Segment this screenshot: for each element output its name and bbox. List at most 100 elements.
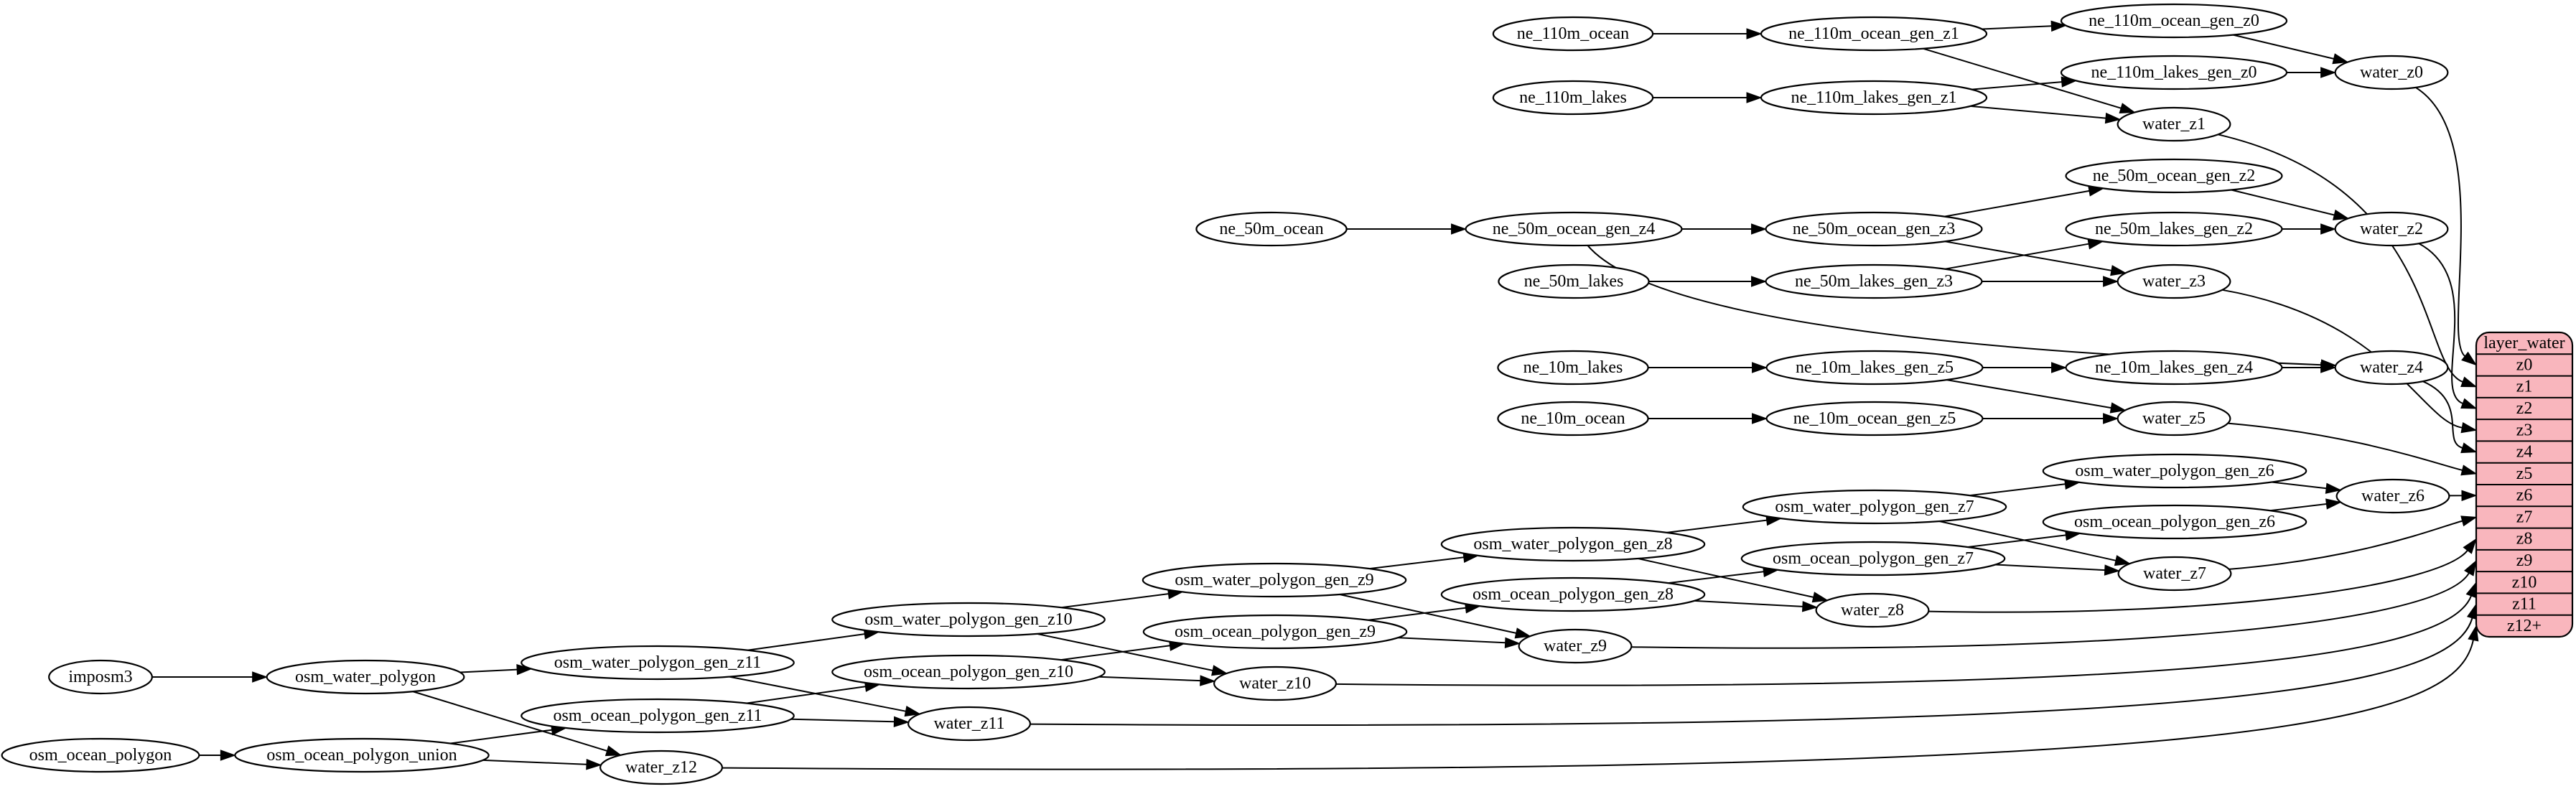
arrowhead-osm_water_polygon_gen_z11-to-water_z11 (904, 706, 921, 717)
node-label-ne_110m_lakes_gen_z1: ne_110m_lakes_gen_z1 (1791, 88, 1956, 107)
node-ne_10m_lakes_gen_z4 (2065, 350, 2283, 386)
node-ne_110m_lakes (1492, 80, 1654, 116)
node-osm_ocean_polygon_union (234, 737, 490, 773)
node-label-water_z6: water_z6 (2361, 487, 2425, 505)
edge-ne_110m_ocean_gen_z1-to-water_z1 (1923, 47, 2122, 109)
node-label-water_z11: water_z11 (933, 714, 1004, 733)
node-water_z8 (1815, 592, 1930, 628)
node-label-osm_ocean_polygon_gen_z6: osm_ocean_polygon_gen_z6 (2074, 513, 2275, 531)
arrowhead-osm_water_polygon_gen_z8-to-water_z8 (1811, 592, 1829, 603)
edge-osm_water_polygon_gen_z9-to-water_z9 (1339, 594, 1516, 634)
edge-ne_10m_lakes_gen_z5-to-water_z5 (1946, 379, 2111, 409)
node-ne_110m_lakes_gen_z0 (2060, 55, 2288, 90)
edge-osm_ocean_polygon_gen_z10-to-water_z10 (1098, 676, 1200, 682)
arrowhead-ne_10m_lakes_gen_z5-to-water_z5 (2109, 402, 2127, 414)
edge-water_z0-to-layer_water-row-z0 (2415, 86, 2465, 357)
arrowhead-osm_ocean_polygon_gen_z11-to-water_z11 (893, 716, 910, 728)
arrowhead-osm_water_polygon_gen_z6-to-water_z6 (2325, 482, 2342, 494)
node-water_z3 (2117, 263, 2231, 299)
arrowhead-ne_110m_ocean_gen_z1-to-ne_110m_ocean_gen_z0 (2050, 20, 2067, 32)
edge-water_z9-to-layer_water-row-z9 (1631, 572, 2470, 649)
node-osm_ocean_polygon_gen_z11 (521, 698, 795, 734)
arrowhead-osm_ocean_polygon_gen_z10-to-water_z10 (1200, 675, 1216, 686)
edge-water_z2-to-layer_water-row-z2 (2418, 243, 2463, 404)
node-label-imposm3: imposm3 (68, 668, 132, 686)
node-water_z1 (2117, 106, 2231, 142)
node-osm_ocean_polygon_gen_z7 (1740, 541, 2006, 576)
node-label-osm_water_polygon_gen_z10: osm_water_polygon_gen_z10 (864, 610, 1072, 629)
node-ne_10m_ocean_gen_z5 (1765, 401, 1984, 436)
node-label-ne_110m_lakes_gen_z0: ne_110m_lakes_gen_z0 (2091, 63, 2257, 82)
arrowhead-ne_110m_lakes_gen_z0-to-water_z0 (2320, 67, 2337, 78)
arrowhead-water_z2-to-layer_water-row-z2 (2460, 398, 2478, 409)
edge-water_z7-to-layer_water-row-z7 (2229, 520, 2463, 570)
edge-osm_water_polygon_gen_z11-to-water_z11 (729, 676, 906, 712)
record-row-z11: z11 (2512, 595, 2537, 614)
record-row-z5: z5 (2516, 464, 2533, 483)
node-ne_110m_lakes_gen_z1 (1760, 80, 1988, 116)
node-label-ne_110m_ocean_gen_z0: ne_110m_ocean_gen_z0 (2089, 11, 2259, 30)
edge-ne_50m_ocean_gen_z3-to-water_z3 (1944, 241, 2112, 271)
edge-osm_water_polygon_gen_z10-to-water_z10 (1037, 632, 1213, 671)
record-row-z9: z9 (2516, 551, 2533, 570)
node-water_z4 (2334, 350, 2449, 386)
node-label-water_z1: water_z1 (2142, 115, 2206, 134)
arrowhead-osm_ocean_polygon_gen_z7-to-water_z7 (2104, 564, 2121, 576)
edge-osm_ocean_polygon_gen_z6-to-water_z6 (2270, 503, 2327, 512)
edge-osm_water_polygon_gen_z7-to-water_z7 (1938, 520, 2117, 561)
node-label-ne_10m_lakes_gen_z5: ne_10m_lakes_gen_z5 (1796, 358, 1954, 377)
edge-osm_ocean_polygon_gen_z10-to-osm_ocean_polygon_gen_z9 (1060, 645, 1170, 661)
edge-osm_ocean_polygon_gen_z11-to-osm_ocean_polygon_gen_z10 (746, 686, 866, 704)
edge-osm_water_polygon_gen_z6-to-water_z6 (2271, 481, 2327, 490)
edge-ne_50m_ocean_gen_z2-to-water_z2 (2231, 189, 2335, 216)
arrowhead-water_z4-to-layer_water-row-z4 (2460, 442, 2478, 454)
node-label-water_z4: water_z4 (2360, 358, 2423, 377)
node-label-ne_50m_lakes: ne_50m_lakes (1524, 272, 1624, 291)
arrowhead-ne_110m_lakes-to-ne_110m_lakes_gen_z1 (1746, 92, 1763, 103)
record-row-z3: z3 (2516, 421, 2533, 439)
record-row-z10: z10 (2512, 573, 2537, 592)
node-imposm3 (48, 659, 153, 695)
arrowhead-ne_10m_lakes-to-ne_10m_lakes_gen_z5 (1752, 362, 1768, 373)
node-label-ne_110m_ocean: ne_110m_ocean (1517, 24, 1629, 43)
node-label-ne_50m_ocean_gen_z3: ne_50m_ocean_gen_z3 (1793, 220, 1956, 238)
node-label-ne_50m_lakes_gen_z3: ne_50m_lakes_gen_z3 (1795, 272, 1953, 291)
edge-ne_110m_ocean_gen_z1-to-ne_110m_ocean_gen_z0 (1982, 25, 2052, 30)
node-label-water_z9: water_z9 (1544, 637, 1607, 655)
node-water_z6 (2335, 478, 2450, 514)
node-osm_ocean_polygon_gen_z6 (2042, 504, 2307, 540)
arrowhead-water_z0-to-layer_water-row-z0 (2461, 351, 2478, 366)
arrowhead-osm_water_polygon_gen_z10-to-water_z10 (1211, 665, 1228, 676)
node-ne_50m_ocean_gen_z3 (1765, 211, 1983, 247)
arrowhead-ne_10m_lakes_gen_z5-to-ne_10m_lakes_gen_z4 (2051, 362, 2068, 373)
record-row-z4: z4 (2516, 443, 2533, 462)
node-ne_50m_lakes_gen_z2 (2065, 211, 2283, 247)
edge-water_z12-to-layer_water-row-z12+ (722, 640, 2474, 770)
node-label-osm_ocean_polygon_gen_z11: osm_ocean_polygon_gen_z11 (553, 706, 762, 725)
node-label-water_z7: water_z7 (2143, 564, 2206, 583)
arrowhead-ne_10m_lakes_gen_z4-to-water_z4 (2320, 362, 2337, 373)
node-label-ne_50m_lakes_gen_z2: ne_50m_lakes_gen_z2 (2095, 220, 2253, 238)
arrowhead-ne_50m_ocean_gen_z2-to-water_z2 (2333, 209, 2350, 220)
node-label-ne_110m_lakes: ne_110m_lakes (1519, 88, 1627, 107)
node-label-osm_ocean_polygon_union: osm_ocean_polygon_union (266, 746, 457, 765)
edge-osm_ocean_polygon_gen_z7-to-water_z7 (1995, 564, 2105, 571)
node-label-osm_water_polygon_gen_z7: osm_water_polygon_gen_z7 (1775, 498, 1974, 516)
arrowhead-water_z1-to-layer_water-row-z1 (2460, 376, 2478, 388)
node-label-osm_water_polygon_gen_z11: osm_water_polygon_gen_z11 (554, 653, 761, 672)
node-ne_50m_ocean_gen_z2 (2065, 158, 2283, 194)
node-ne_10m_lakes_gen_z5 (1765, 350, 1984, 386)
arrowhead-water_z6-to-layer_water-row-z6 (2461, 490, 2478, 501)
record-row-z7: z7 (2516, 508, 2533, 526)
arrowhead-osm_ocean_polygon_gen_z6-to-water_z6 (2325, 498, 2342, 510)
node-label-water_z10: water_z10 (1239, 674, 1311, 693)
edge-osm_ocean_polygon_gen_z8-to-osm_ocean_polygon_gen_z7 (1668, 571, 1764, 584)
node-ne_10m_ocean (1497, 401, 1649, 436)
node-label-ne_10m_lakes: ne_10m_lakes (1523, 358, 1623, 377)
arrowhead-ne_50m_ocean-to-ne_50m_ocean_gen_z4 (1451, 223, 1467, 235)
node-label-osm_water_polygon: osm_water_polygon (295, 668, 436, 686)
edge-ne_110m_ocean_gen_z0-to-water_z0 (2233, 34, 2334, 60)
node-water_z0 (2334, 55, 2449, 90)
